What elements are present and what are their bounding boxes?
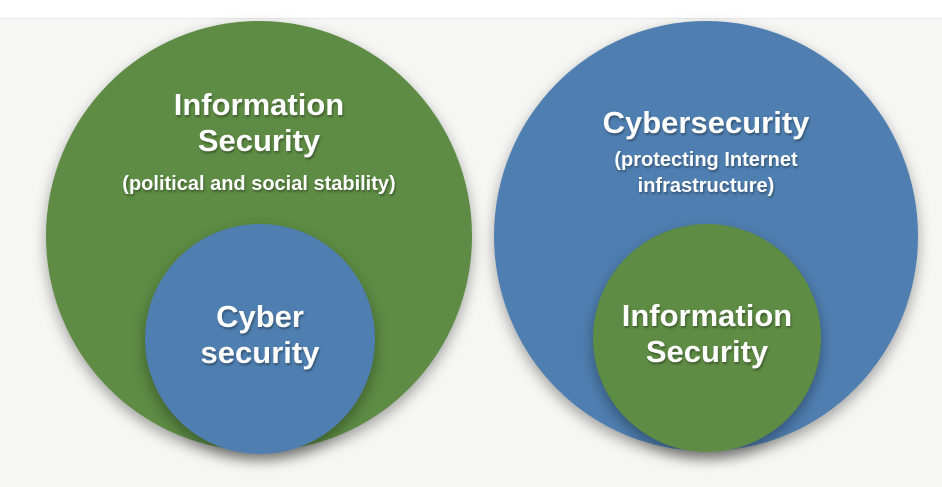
right-outer-title: Cybersecurity	[602, 105, 810, 140]
right-inner-title: Information Security	[593, 298, 821, 369]
right-outer-subtitle-line1: (protecting Internet	[614, 149, 798, 171]
right-inner-title-line2: Security	[645, 333, 769, 369]
left-inner-title-line1: Cyber	[216, 299, 304, 334]
right-inner-circle	[593, 224, 821, 452]
left-outer-title-line2: Security	[197, 122, 321, 158]
left-inner-title: Cyber security	[145, 299, 375, 370]
left-outer-title: Information Security	[46, 87, 472, 158]
right-outer-subtitle-line2: infrastructure)	[637, 175, 775, 197]
right-inner-title-line1: Information	[621, 298, 793, 333]
left-outer-subtitle: (political and social stability)	[122, 173, 396, 195]
right-outer-subtitle: (protecting Internet infrastructure)	[494, 147, 918, 199]
slide-canvas: Information Security (political and soci…	[0, 19, 942, 487]
left-inner-title-line2: security	[200, 334, 320, 370]
left-outer-title-line1: Information	[173, 87, 345, 122]
top-bar	[0, 0, 942, 19]
left-inner-circle	[145, 224, 375, 454]
